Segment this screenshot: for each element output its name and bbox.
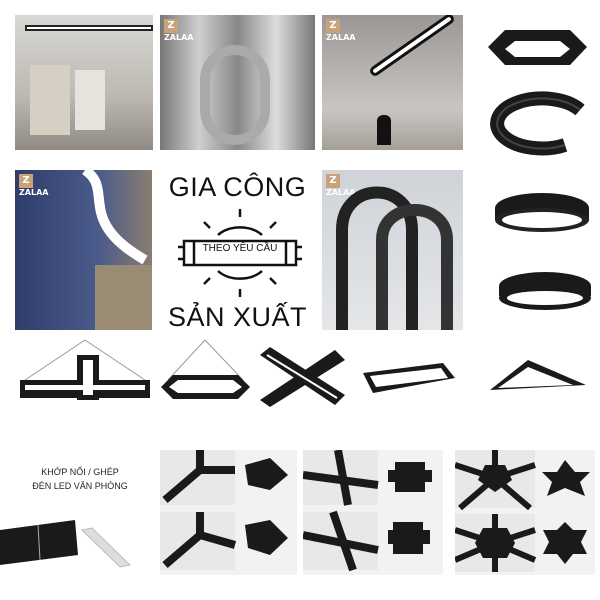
heading-top: GIA CÔNG [168, 172, 307, 202]
light-tube-icon [178, 209, 302, 297]
y-pendant-light [20, 339, 150, 400]
cross-pendant-light [260, 347, 345, 407]
hexagon-ring-light [488, 30, 587, 65]
spiral-ring-light [490, 91, 585, 156]
heading-bottom: SẢN XUẤT [167, 302, 308, 332]
star-joint-photo [455, 450, 595, 575]
joint-section-caption: KHỚP NỐI / GHÉP ĐÈN LED VĂN PHÒNG [10, 465, 150, 493]
y-joint-photo [160, 450, 297, 575]
halo-ring-light [499, 272, 591, 310]
cross-joint-photo [303, 450, 443, 575]
rectangle-panel-light [363, 363, 455, 393]
triangle-panel-light [490, 360, 586, 390]
hexagon-pendant-light [161, 339, 250, 399]
caption-line-1: KHỚP NỐI / GHÉP [41, 467, 119, 477]
badge-text: THEO YÊU CẦU [202, 243, 278, 254]
install-photo-office [15, 15, 153, 150]
linear-light-joint [0, 520, 132, 568]
caption-line-2: ĐÈN LED VĂN PHÒNG [32, 481, 128, 491]
round-ring-light [495, 193, 589, 232]
